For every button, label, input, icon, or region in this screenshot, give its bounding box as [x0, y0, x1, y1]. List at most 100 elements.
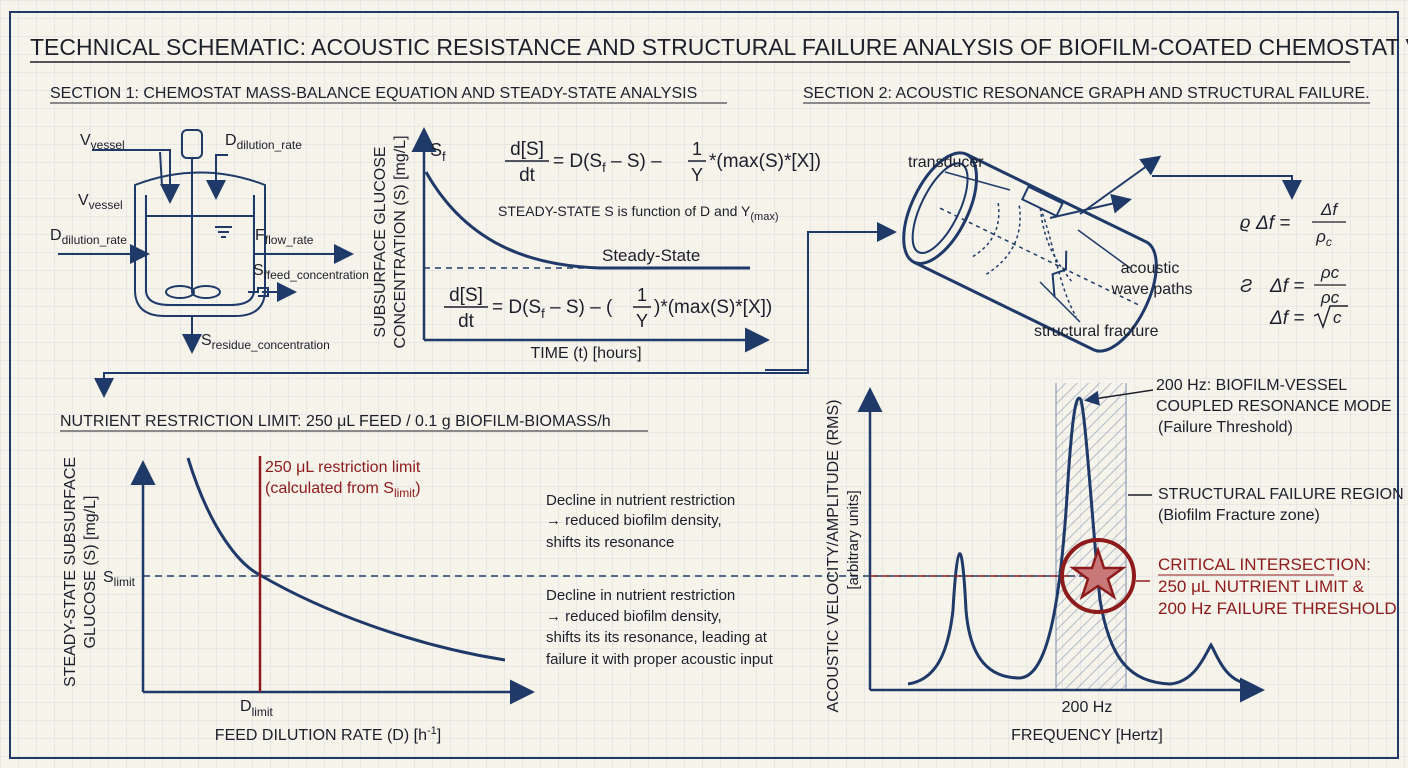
section1-heading: SECTION 1: CHEMOSTAT MASS-BALANCE EQUATI… [50, 85, 697, 102]
critical-label-3: 200 Hz FAILURE THRESHOLD [1158, 599, 1397, 618]
formula2-denominator: ρc [1320, 288, 1340, 307]
formula-arrow [1152, 175, 1302, 200]
steady-state-label: Steady-State [602, 246, 700, 265]
fracture-leader [1039, 281, 1081, 323]
resonance-y-label-2: [arbitrary units] [845, 490, 862, 589]
eq1-frac-bottom: dt [519, 165, 536, 186]
sqrt-sign [1313, 305, 1348, 330]
resonance-y-label-1: ACOUSTIC VELOCITY/AMPLITUDE (RMS) [825, 400, 842, 713]
critical-intersection-star-icon [1069, 546, 1127, 601]
mass-balance-equation-2: d[S] dt = D(Sf – S) – ( 1 Y )*(max(S)*[X… [444, 285, 772, 332]
region-label-1: STRUCTURAL FAILURE REGION [1158, 486, 1404, 503]
acoustic-vessel-cylinder [902, 151, 1162, 353]
note2-line-3: shifts its its resonance, leading at [546, 629, 768, 646]
formula1-lhs: Δf = [1255, 213, 1290, 234]
note1-line-2: → reduced biofilm density, [546, 512, 722, 529]
dilution-y-label-1: STEADY-STATE SUBSURFACE [62, 457, 79, 687]
dilution-x-label: FEED DILUTION RATE (D) [h-1] [215, 725, 441, 744]
note2-line-2: → reduced biofilm density, [546, 608, 722, 625]
tick-200hz: 200 Hz [1062, 699, 1113, 716]
formula3-lhs: Δf = [1269, 308, 1304, 329]
wave-front-1 [971, 203, 1000, 258]
wave-paths-label-1: acoustic [1121, 260, 1180, 277]
critical-label-2: 250 μL NUTRIENT LIMIT & [1158, 577, 1365, 596]
d-limit-label: Dlimit [240, 698, 274, 719]
frequency-shift-formulas: ϱ Δf = Δf ρc Ƨ Δf = ρc ρc Δf = c [1240, 200, 1348, 330]
connector-arrow-section1-to-section2 [765, 222, 897, 371]
restriction-label-1: 250 μL restriction limit [265, 459, 421, 476]
formula2-symbol: Ƨ [1240, 276, 1252, 296]
sheet-border [9, 11, 1399, 759]
formula3-c: c [1333, 308, 1342, 327]
note1-line-3: shifts its resonance [546, 534, 674, 551]
connector-arrow-section1-to-section3 [94, 370, 809, 398]
page-title: TECHNICAL SCHEMATIC: ACOUSTIC RESISTANCE… [30, 34, 1408, 60]
label-s-f: Sf [430, 140, 446, 164]
impeller-right [191, 285, 221, 299]
region-label-2: (Biofilm Fracture zone) [1158, 507, 1320, 524]
critical-intersection-circle [1060, 538, 1136, 614]
formula1-numerator: Δf [1320, 200, 1339, 219]
wave-path-1 [1039, 207, 1073, 282]
wave-arrow [1079, 155, 1162, 215]
resonance-spectrum-curve [907, 396, 1251, 686]
glucose-time-graph [411, 127, 770, 353]
eq2-frac-bottom: dt [458, 311, 475, 332]
v-leader-line [159, 151, 163, 187]
critical-label-1: CRITICAL INTERSECTION: [1158, 555, 1371, 574]
label-v-vessel-inner: Vvessel [78, 192, 123, 212]
nutrient-note-2: Decline in nutrient restriction → reduce… [546, 587, 774, 668]
eq1-one: 1 [692, 139, 702, 159]
transducer-label: transducer [908, 154, 984, 171]
label-s-residue: Sresidue_concentration [201, 332, 330, 352]
glucose-x-label: TIME (t) [hours] [530, 345, 641, 362]
inlet-pipe-left [92, 149, 180, 204]
note1-line-1: Decline in nutrient restriction [546, 492, 735, 509]
label-f-flow-rate: Fflow_rate [255, 227, 314, 247]
label-d-dilution-top: Ddilution_rate [225, 132, 302, 152]
resonance-x-label: FREQUENCY [Hertz] [1011, 727, 1163, 744]
glucose-y-label-2: CONCENTRATION (S) [mg/L] [392, 135, 409, 348]
fracture-label: structural fracture [1034, 323, 1159, 340]
eq2-frac-top: d[S] [449, 285, 483, 306]
eq1-frac-top: d[S] [510, 139, 544, 160]
s-limit-label: Slimit [103, 569, 136, 589]
mode-label-1: 200 Hz: BIOFILM-VESSEL [1156, 377, 1347, 394]
resonance-graph [857, 383, 1265, 703]
wave-path-2 [1039, 207, 1077, 318]
vessel-outer [134, 171, 266, 317]
eq2-rhs: = D(Sf – S) – ( [492, 297, 613, 321]
note2-line-1: Decline in nutrient restriction [546, 587, 735, 604]
wave-front-2 [985, 205, 1021, 276]
cylinder-body-lines [913, 152, 1147, 352]
nutrient-note-1: Decline in nutrient restriction → reduce… [546, 492, 735, 551]
dilution-y-label-2: GLUCOSE (S) [mg/L] [82, 496, 99, 649]
section3-heading: NUTRIENT RESTRICTION LIMIT: 250 μL FEED … [60, 413, 611, 430]
eq2-one: 1 [637, 285, 647, 305]
inlet-pipe-right [206, 154, 228, 200]
label-v-vessel-top: Vvessel [80, 132, 125, 152]
restriction-label-2: (calculated from Slimit) [265, 480, 421, 500]
mode-leader-arrow [1084, 389, 1154, 406]
vessel-inner [145, 195, 255, 306]
formula2-lhs: Δf = [1269, 276, 1304, 297]
label-d-dilution-inlet: Ddilution_rate [50, 227, 127, 247]
wave-paths-label-2: wave paths [1111, 281, 1193, 298]
transducer-leader [944, 171, 1011, 191]
glucose-vs-dilution-curve [186, 457, 506, 662]
eq1-y: Y [691, 165, 703, 185]
chemostat-vessel-diagram [58, 129, 354, 354]
eq2-tail: )*(max(S)*[X]) [654, 297, 772, 318]
mass-balance-equation-1: d[S] dt = D(Sf – S) – 1 Y *(max(S)*[X]) [505, 139, 821, 186]
formula2-numerator: ρc [1320, 263, 1340, 282]
feed-outlet-port [248, 287, 269, 297]
glucose-y-label-1: SUBSURFACE GLUCOSE [372, 146, 389, 337]
failure-region-hatch [1056, 383, 1126, 690]
mode-label-2: COUPLED RESONANCE MODE [1156, 398, 1392, 415]
formula1-symbol: ϱ [1240, 212, 1250, 232]
mode-label-3: (Failure Threshold) [1158, 419, 1293, 436]
steady-state-note: STEADY-STATE S is function of D and Y(ma… [498, 203, 778, 223]
wave-arrow-2 [1049, 193, 1132, 219]
